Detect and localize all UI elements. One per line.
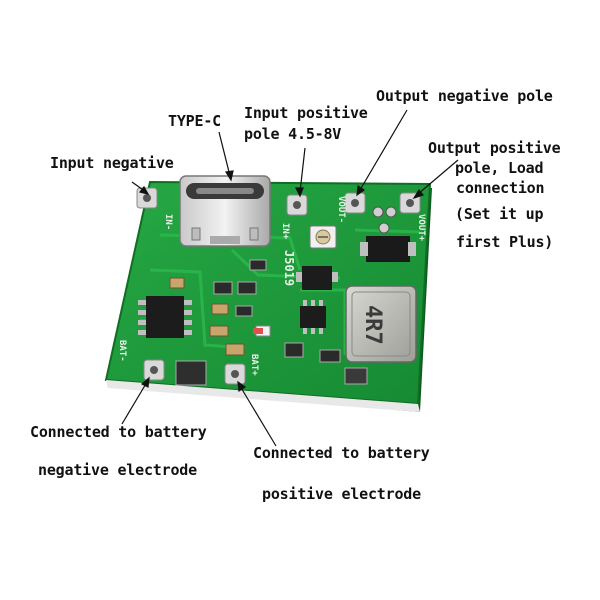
callout-output-positive-line4: (Set it up	[455, 205, 544, 223]
smd-components	[138, 236, 416, 386]
callout-input-positive-line1: Input positive	[244, 104, 368, 122]
silk-in-minus: IN-	[163, 214, 173, 230]
silk-chip-id: J5019	[282, 250, 296, 286]
callout-type-c: TYPE-C	[168, 112, 221, 130]
silk-inductor: 4R7	[360, 305, 385, 345]
callout-output-positive-line3: connection	[456, 179, 545, 197]
callout-output-negative: Output negative pole	[376, 87, 553, 105]
callout-output-positive-line2: pole, Load	[455, 159, 544, 177]
silk-bat-plus: BAT+	[249, 354, 259, 376]
silk-vout-plus: VOUT+	[416, 214, 426, 242]
silkscreen-labels: IN- IN+ J5019 VOUT- VOUT+ BAT- BAT+ 4R7	[117, 196, 426, 376]
callout-input-positive-line2: pole 4.5-8V	[244, 125, 342, 143]
silk-bat-minus: BAT-	[117, 340, 127, 362]
callout-battery-positive-line2: positive electrode	[262, 485, 421, 503]
inductor-4r7	[345, 285, 417, 363]
callout-battery-negative-line2: negative electrode	[38, 461, 197, 479]
callout-battery-positive-line1: Connected to battery	[253, 444, 430, 462]
callout-arrows	[121, 109, 459, 447]
usb-type-c-connector	[179, 175, 271, 247]
trim-potentiometer	[309, 225, 337, 249]
callout-battery-negative-line1: Connected to battery	[30, 423, 207, 441]
callout-input-negative: Input negative	[50, 154, 174, 172]
callout-output-positive-line5: first Plus)	[456, 233, 554, 251]
silk-in-plus: IN+	[280, 223, 290, 240]
silk-vout-minus: VOUT-	[336, 196, 346, 223]
callout-output-positive-line1: Output positive	[428, 139, 561, 157]
